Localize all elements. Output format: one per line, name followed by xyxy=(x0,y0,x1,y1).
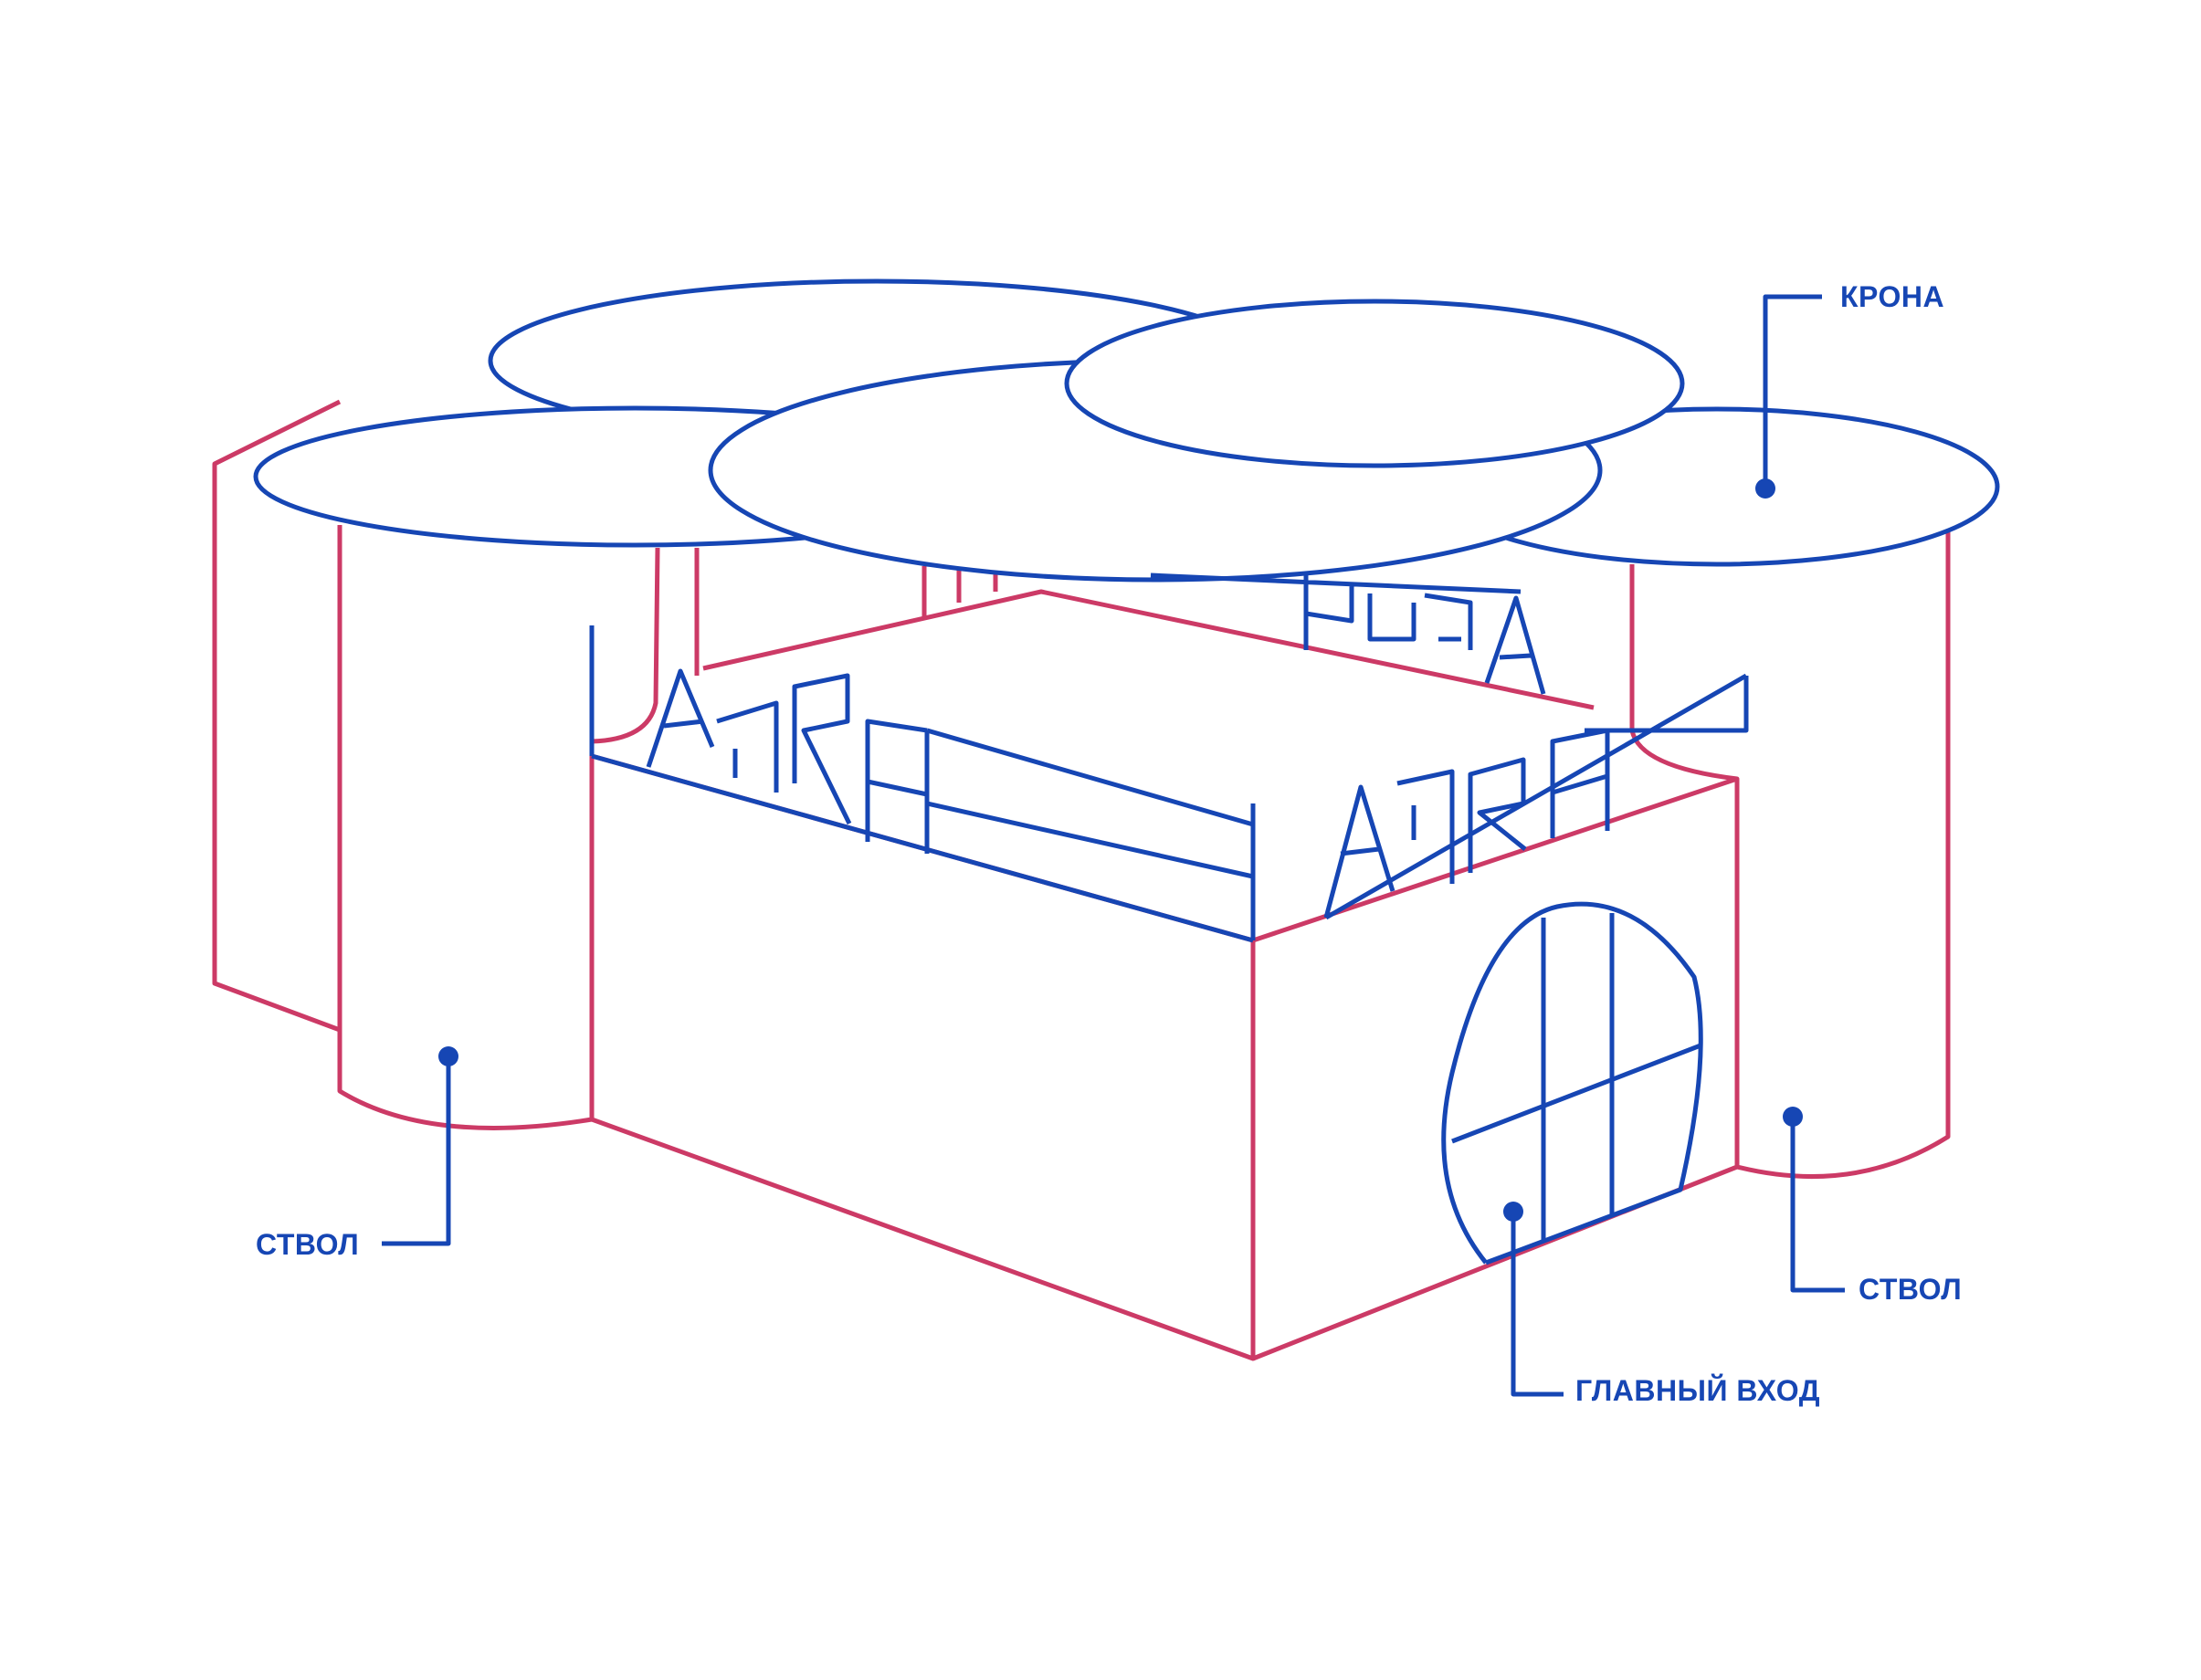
band-left-lines xyxy=(589,625,1256,943)
band-back-glyphs xyxy=(1150,572,1546,695)
crown-disc-back-right xyxy=(1064,299,1685,468)
callout-leaders xyxy=(382,294,1845,1397)
trunk-left-dot xyxy=(438,1046,458,1066)
crown-leader xyxy=(1763,294,1822,488)
entrance-transom xyxy=(1451,1043,1701,1144)
trunk-left-label: СТВОЛ xyxy=(256,1228,360,1261)
right-trunk-cylinder xyxy=(1736,525,1951,1180)
main-entrance-leader xyxy=(1511,1212,1564,1397)
trunk-right-leader xyxy=(1790,1117,1845,1293)
left-connector xyxy=(591,547,660,744)
lettering-bands xyxy=(589,572,1749,943)
main-entrance-label: ГЛАВНЫЙ ВХОД xyxy=(1575,1374,1821,1407)
trunk-left-leader xyxy=(382,1056,451,1246)
trunk-right-dot xyxy=(1783,1107,1803,1127)
left-wing-outline xyxy=(212,399,342,1033)
crown-dot xyxy=(1755,478,1775,499)
crown-label: КРОНА xyxy=(1840,280,1945,313)
trunk-right-label: СТВОЛ xyxy=(1859,1273,1963,1306)
crown-discs xyxy=(253,278,2000,583)
band-right-lines xyxy=(1324,673,1749,920)
main-entrance-dot xyxy=(1503,1202,1523,1222)
band-right-glyphs xyxy=(1323,728,1610,919)
main-entrance-window xyxy=(1441,901,1703,1265)
left-trunk-cylinder xyxy=(337,525,593,1130)
front-box-right-face xyxy=(1252,776,1740,1361)
right-connector xyxy=(1629,564,1738,782)
front-box-top-edge xyxy=(702,589,1595,710)
band-left-glyphs xyxy=(646,668,930,854)
entrance-oval xyxy=(1441,901,1703,1265)
